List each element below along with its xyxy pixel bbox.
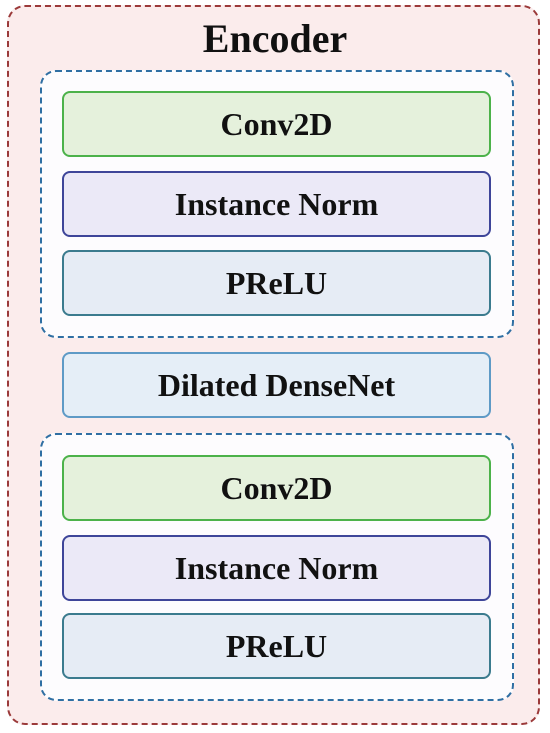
conv2d-block-bottom: Conv2D [62,455,491,521]
conv2d-block-top: Conv2D [62,91,491,157]
prelu-block-bottom: PReLU [62,613,491,679]
instance-norm-block-bottom: Instance Norm [62,535,491,601]
prelu-block-top: PReLU [62,250,491,316]
instance-norm-block-top: Instance Norm [62,171,491,237]
dilated-densenet-block: Dilated DenseNet [62,352,491,418]
encoder-title: Encoder [202,16,348,61]
